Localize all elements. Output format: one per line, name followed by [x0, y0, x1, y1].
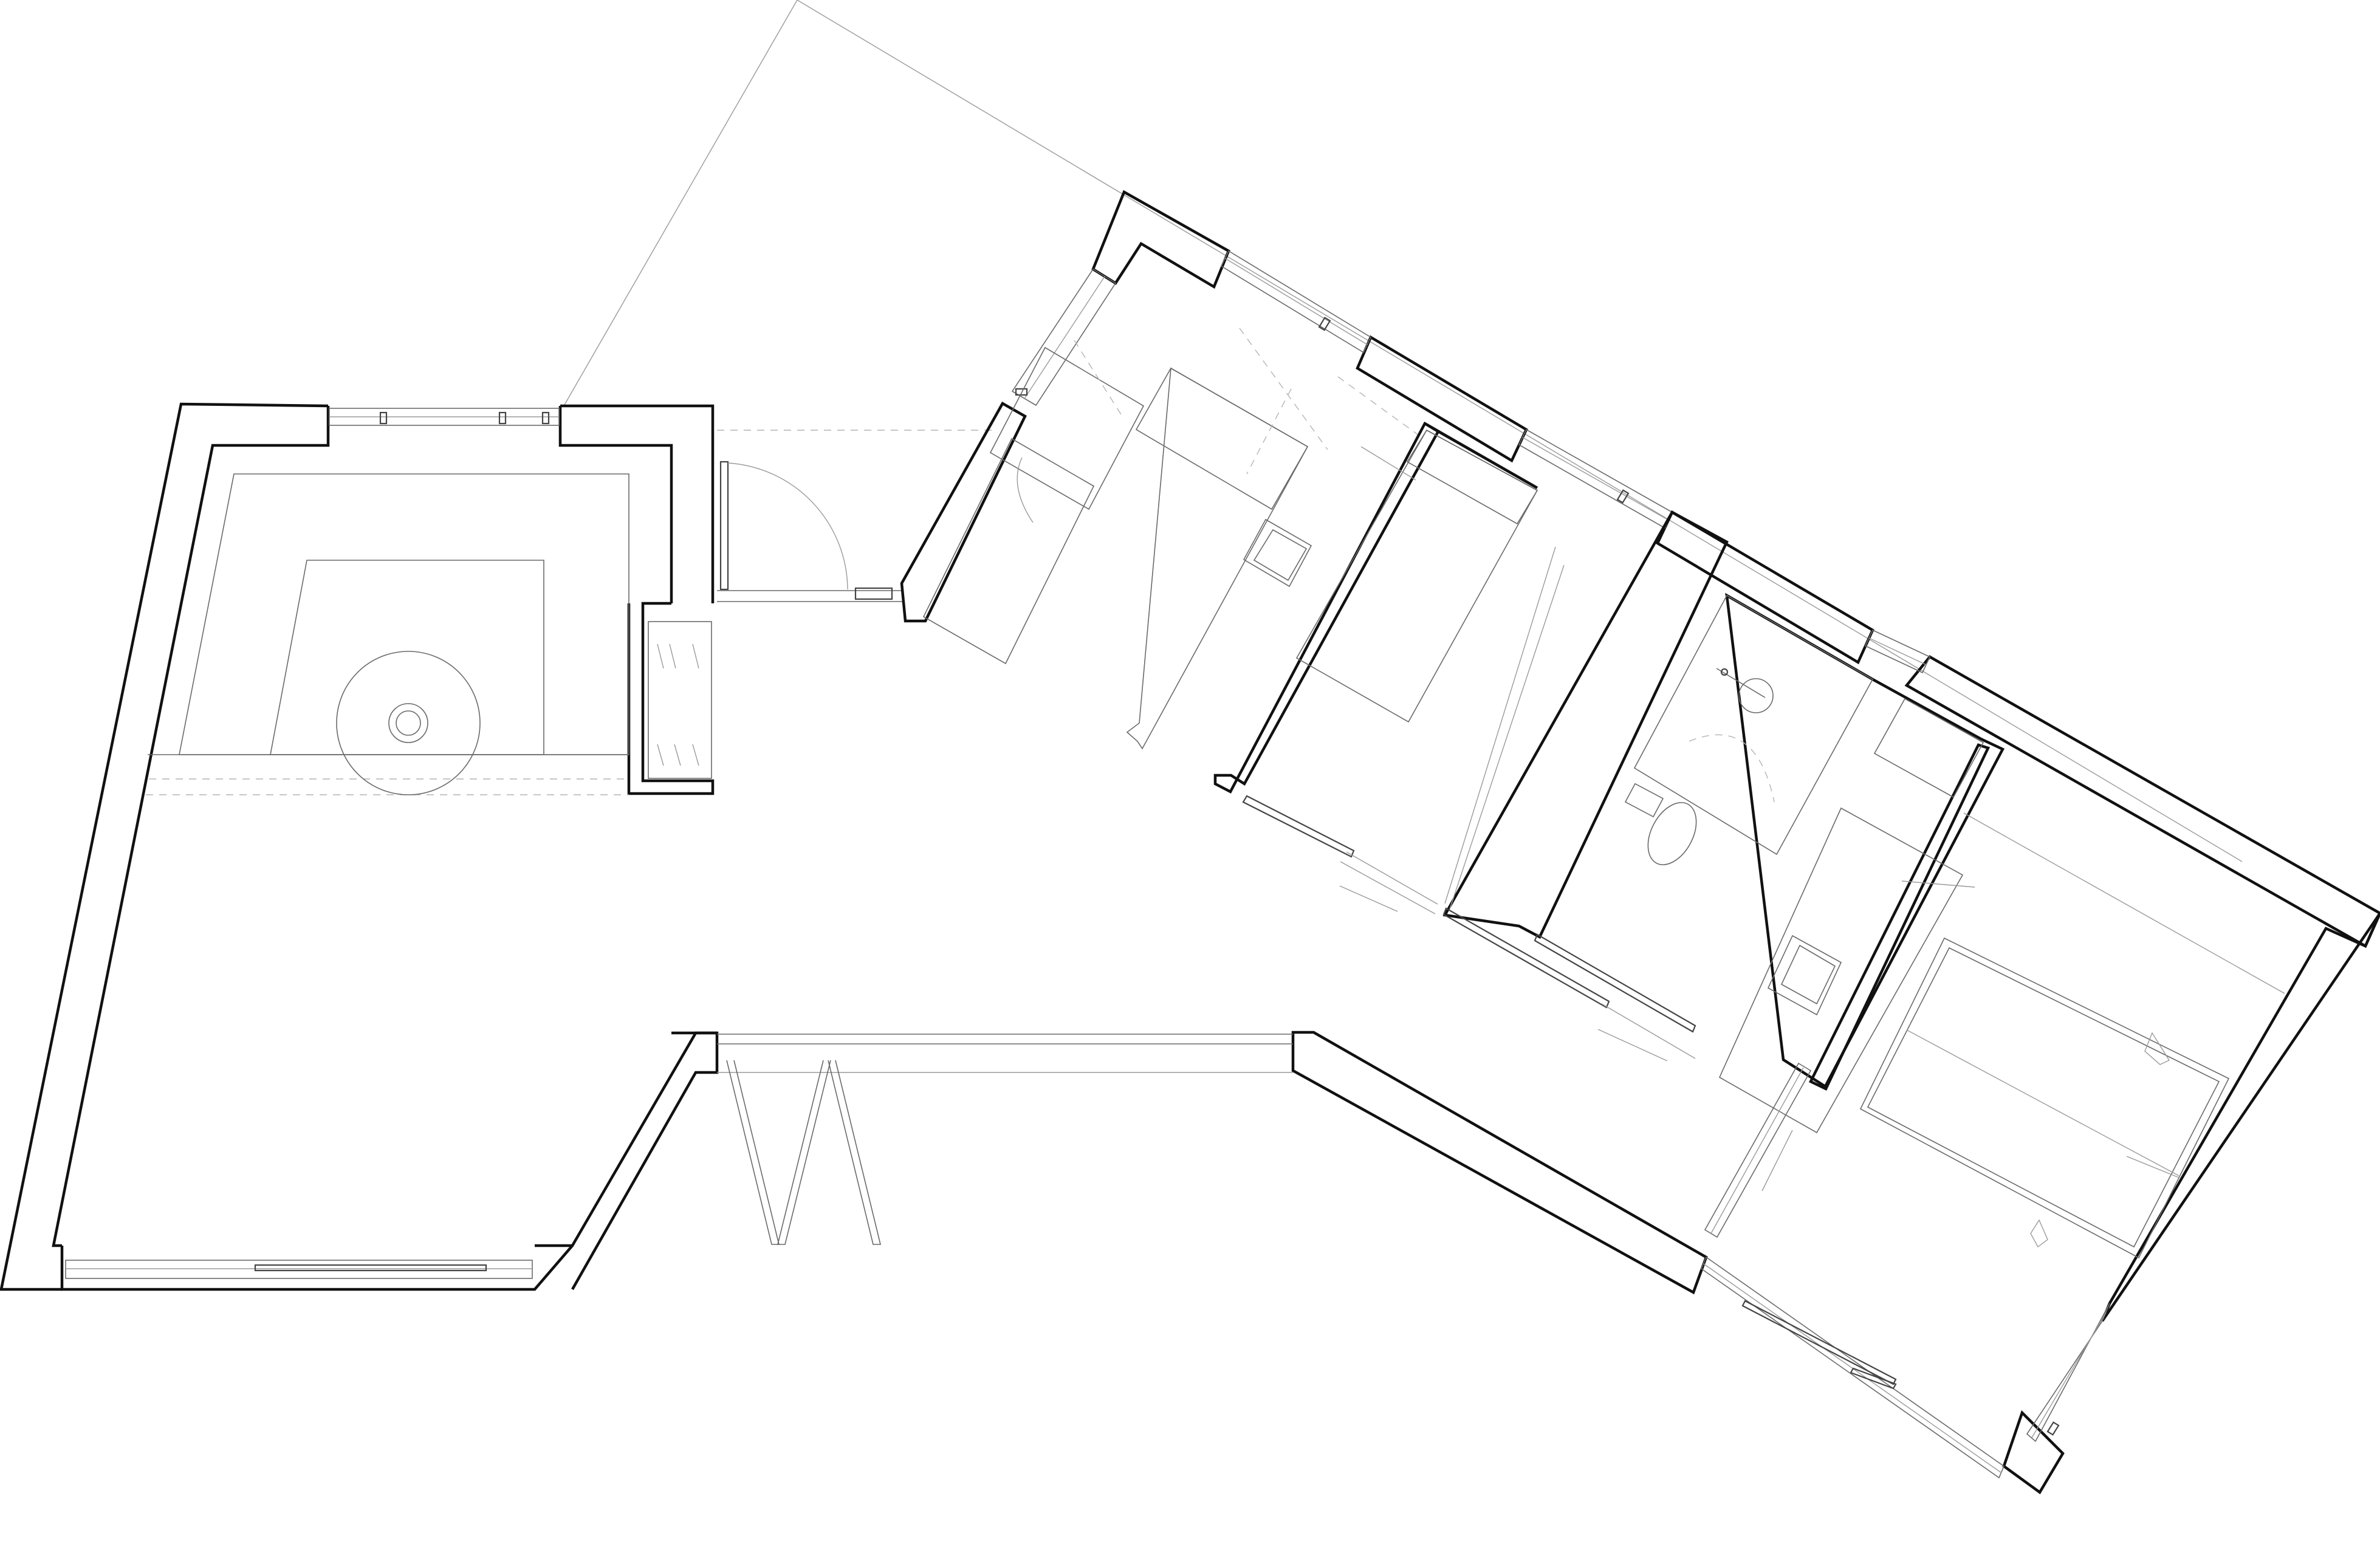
bedroom-main [1859, 812, 2285, 1259]
north-windows-east [1220, 250, 1931, 674]
south-window-living [65, 1260, 533, 1279]
round-wood-stove [336, 651, 481, 795]
bedroom-small [1295, 429, 1565, 910]
sliding-door-bedroom-small [1242, 795, 1438, 914]
folding-glass-doors [717, 1034, 1293, 1245]
north-window-living [329, 408, 560, 426]
bathroom [1624, 594, 1874, 865]
sliding-door-bathroom [1442, 907, 1696, 1062]
kitchen [922, 328, 1422, 750]
coat-closet [648, 621, 712, 779]
sliding-door-bedroom-main [1704, 1062, 1812, 1238]
south-east-window [1701, 1256, 2004, 1479]
entry-door [717, 430, 996, 602]
east-window [2026, 1303, 2110, 1442]
partitions [1213, 421, 2005, 1091]
site-lines [563, 0, 2243, 862]
east-wing-walls [900, 190, 2380, 1495]
west-window-kitchen [1011, 268, 1117, 406]
wardrobe [1718, 698, 1984, 1134]
fireplace-nook [146, 473, 629, 795]
living-room-walls [0, 402, 719, 1291]
